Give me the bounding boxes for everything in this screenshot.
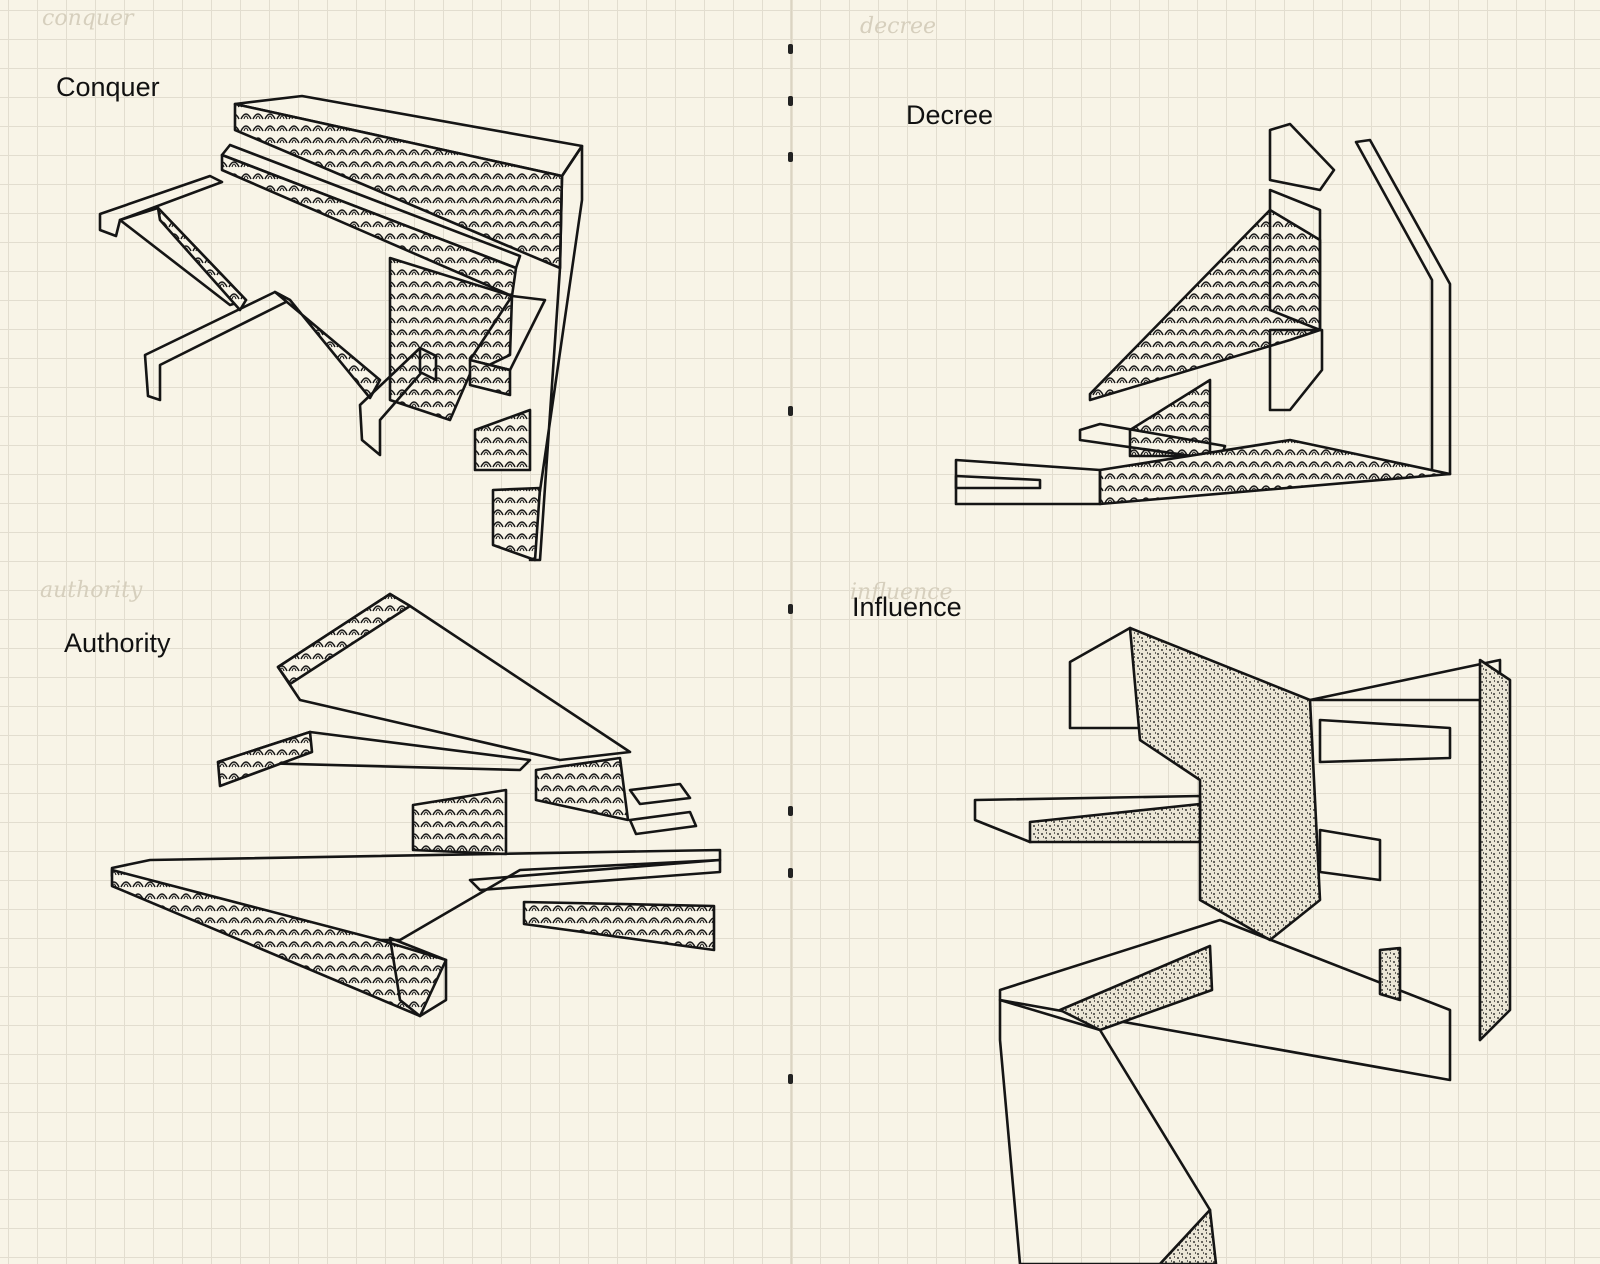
notebook-fold [790,0,793,1264]
pencil-note-conquer: conquer [42,6,134,31]
pencil-note-decree: decree [860,14,936,39]
pencil-note-authority: authority [40,578,143,603]
binding-hole [788,406,793,416]
drawing-conquer [98,94,584,562]
binding-hole [788,604,793,614]
binding-hole [788,96,793,106]
binding-hole [788,806,793,816]
binding-hole [788,152,793,162]
label-influence: Influence [852,592,962,622]
drawing-influence [973,626,1512,1264]
binding-hole [788,868,793,878]
binding-hole [788,44,793,54]
pencil-note-influence: influence [850,580,953,605]
drawing-authority [110,592,722,1018]
binding-hole [788,1074,793,1084]
label-decree: Decree [906,100,994,130]
label-authority: Authority [64,628,171,658]
label-conquer: Conquer [56,72,160,102]
drawing-decree [954,122,1452,506]
